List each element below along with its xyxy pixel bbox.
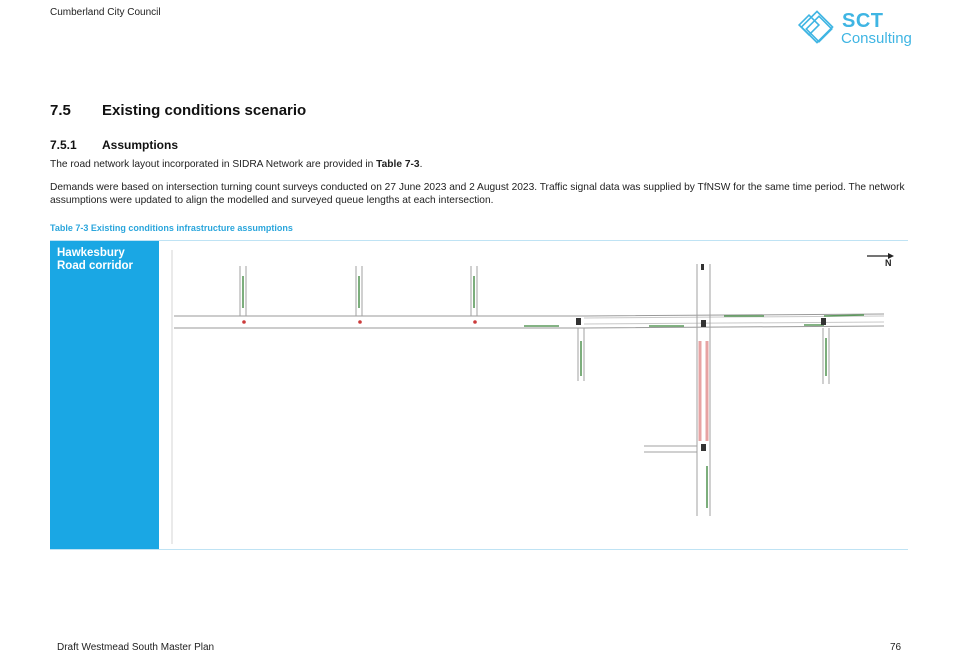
north-label: N: [885, 258, 892, 268]
footer-document-title: Draft Westmead South Master Plan: [57, 642, 215, 653]
north-arrow-icon: N: [867, 253, 894, 268]
header-client: Cumberland City Council: [50, 7, 161, 18]
subsection-number: 7.5.1: [50, 138, 77, 152]
subsection-heading: 7.5.1 Assumptions: [50, 138, 178, 152]
company-logo: SCT Consulting: [797, 8, 917, 50]
p1-text-after: .: [419, 159, 423, 170]
table-reference: Table 7-3: [376, 159, 420, 170]
network-diagram-svg: N: [171, 250, 894, 544]
section-heading: 7.5 Existing conditions scenario: [50, 102, 306, 119]
table-caption: Table 7-3 Existing conditions infrastruc…: [50, 223, 293, 233]
sidra-network-diagram: N: [164, 246, 906, 546]
logo-subtitle: Consulting: [841, 30, 912, 47]
logo-diamond-icon: [797, 10, 834, 44]
subsection-title: Assumptions: [102, 138, 179, 152]
table-row-label: Hawkesbury Road corridor: [50, 241, 159, 550]
paragraph-network-layout: The road network layout incorporated in …: [50, 158, 910, 171]
table-bottom-border: [50, 549, 908, 550]
section-number: 7.5: [50, 102, 71, 119]
logo-name: SCT: [842, 10, 884, 32]
table-top-border: [50, 240, 908, 241]
paragraph-demands: Demands were based on intersection turni…: [50, 182, 905, 206]
p1-text-before: The road network layout incorporated in …: [50, 159, 377, 170]
section-title: Existing conditions scenario: [102, 102, 307, 119]
footer-page-number: 76: [890, 642, 902, 653]
